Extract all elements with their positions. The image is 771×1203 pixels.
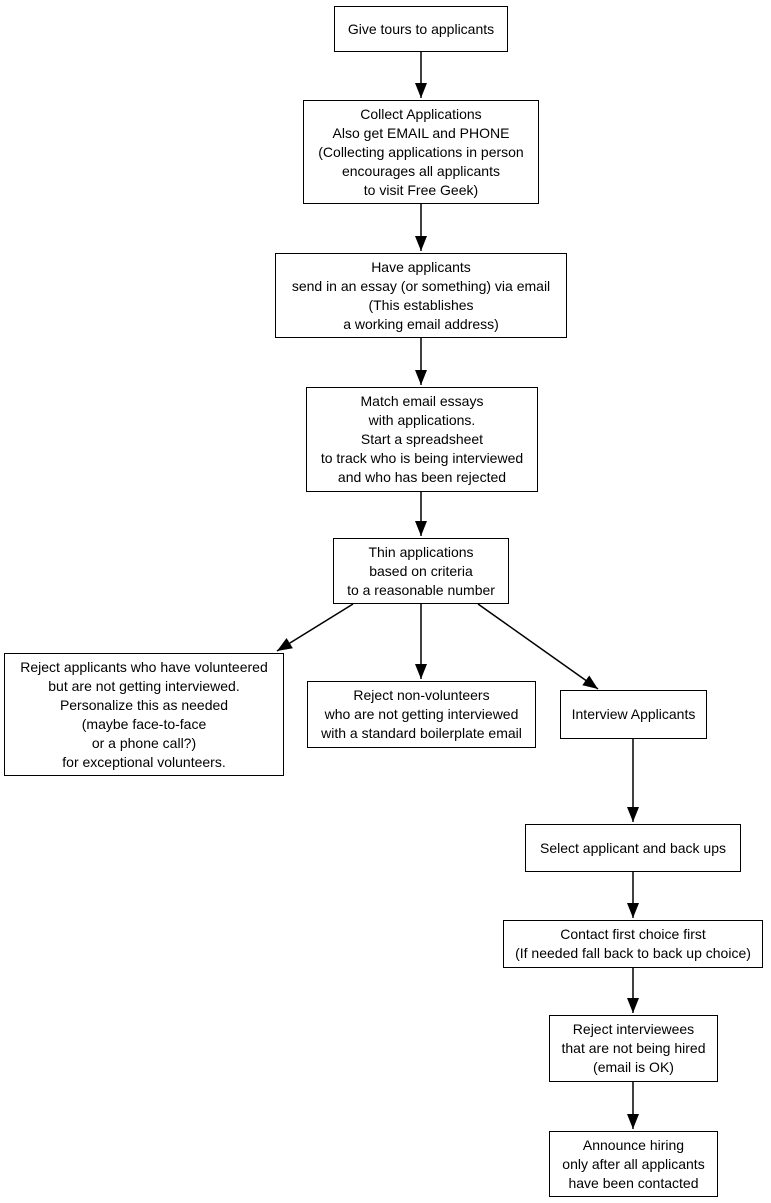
node-give-tours-label: Give tours to applicants <box>347 20 495 37</box>
node-collect-applications-label: Collect Applications Also get EMAIL and … <box>318 105 524 198</box>
node-interview-applicants-label: Interview Applicants <box>571 706 696 722</box>
node-collect-applications: Collect Applications Also get EMAIL and … <box>303 100 539 204</box>
node-select-applicant-label: Select applicant and back ups <box>539 839 726 856</box>
node-reject-interviewees-label: Reject interviewees that are not being h… <box>561 1021 706 1075</box>
node-email-essay: Have applicants send in an essay (or som… <box>275 253 567 338</box>
node-interview-applicants: Interview Applicants <box>560 690 707 739</box>
node-thin-applications-label: Thin applications based on criteria to a… <box>347 543 495 598</box>
node-reject-non-volunteers: Reject non-volunteers who are not gettin… <box>307 681 536 748</box>
node-reject-volunteers-label: Reject applicants who have volunteered b… <box>20 658 268 770</box>
node-match-essays-label: Match email essays with applications. St… <box>320 393 524 485</box>
node-reject-interviewees: Reject interviewees that are not being h… <box>549 1015 718 1082</box>
node-give-tours: Give tours to applicants <box>334 6 508 52</box>
node-email-essay-label: Have applicants send in an essay (or som… <box>291 258 551 332</box>
node-contact-first-choice: Contact first choice first (If needed fa… <box>503 920 763 968</box>
edge-thin-to-reject-volunteers-arrow <box>276 603 354 652</box>
node-thin-applications: Thin applications based on criteria to a… <box>333 538 509 604</box>
edge-thin-to-interview-arrow <box>477 603 599 690</box>
node-announce-hiring: Announce hiring only after all applicant… <box>549 1131 718 1197</box>
node-reject-volunteers: Reject applicants who have volunteered b… <box>4 653 284 776</box>
node-match-essays: Match email essays with applications. St… <box>306 387 538 492</box>
node-contact-first-choice-label: Contact first choice first (If needed fa… <box>515 926 751 961</box>
node-select-applicant: Select applicant and back ups <box>525 824 741 872</box>
node-reject-non-volunteers-label: Reject non-volunteers who are not gettin… <box>321 687 522 741</box>
node-announce-hiring-label: Announce hiring only after all applicant… <box>562 1136 705 1191</box>
